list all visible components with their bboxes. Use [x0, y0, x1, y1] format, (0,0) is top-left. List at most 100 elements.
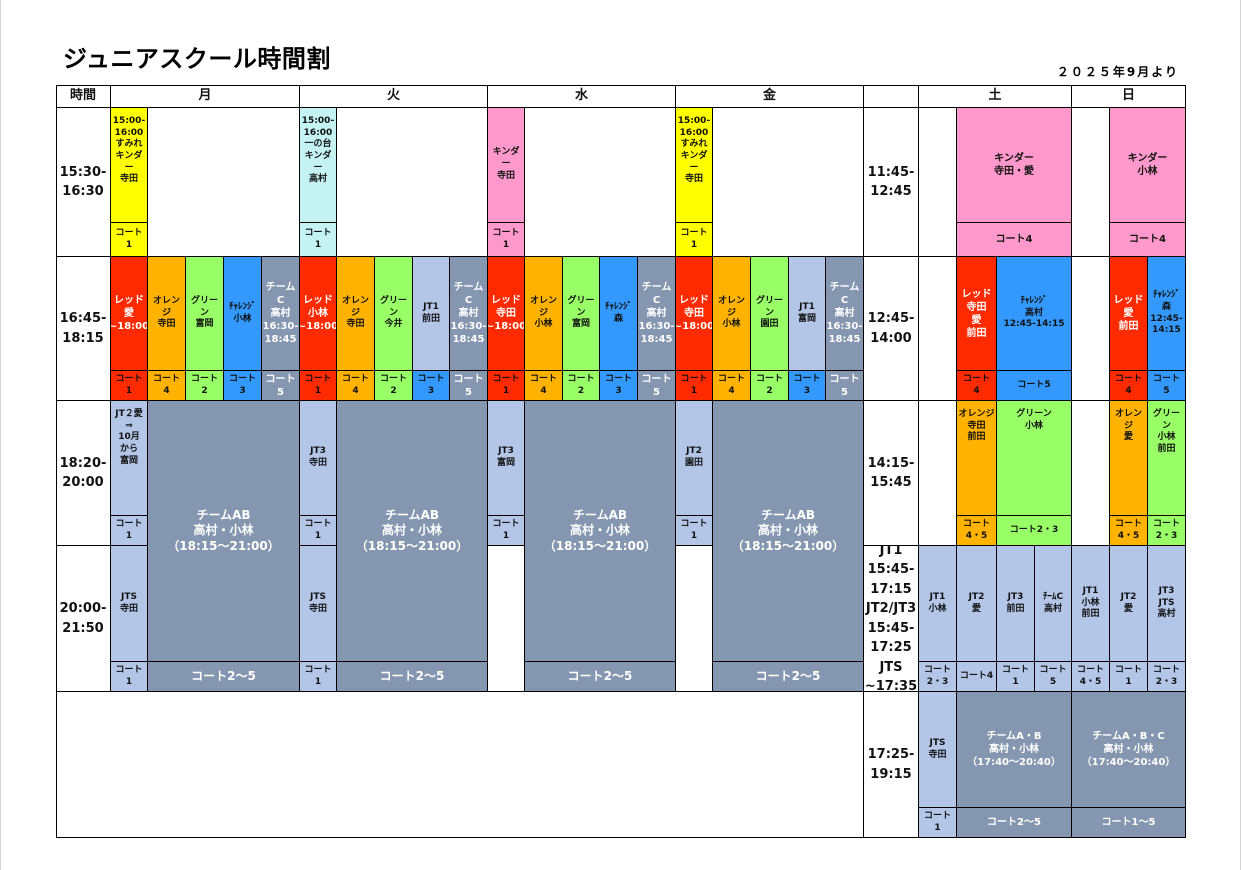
cell-c39: ﾁｬﾚﾝｼﾞ森: [600, 257, 638, 371]
cell-c17: グリーン富岡: [186, 257, 224, 371]
page-title: ジュニアスクール時間割: [63, 45, 331, 73]
time-s2: 12:45-14:00: [864, 257, 919, 401]
header-wed: 水: [488, 85, 676, 108]
time-r2: 16:45-18:15: [56, 257, 111, 401]
header-time: 時間: [56, 85, 111, 108]
cell-c61: JT２愛⇒10月から富岡: [111, 401, 148, 516]
cell-c53: レッド寺田愛前田: [957, 257, 997, 371]
cell-c15: オレンジ寺田: [148, 257, 186, 371]
cell-c37: グリーン富岡: [563, 257, 600, 371]
cell-c25: オレンジ寺田: [337, 257, 375, 371]
cell-c74: コート2～5: [525, 662, 676, 692]
cell-c80: コート2・3: [997, 516, 1072, 546]
cell-c43: レッド寺田~18:00: [676, 257, 713, 371]
cell-blank-sun-r3: [1072, 401, 1110, 546]
cell-c13: レッド愛~18:00: [111, 257, 148, 371]
header-blank: [864, 85, 919, 108]
cell-blank-sun-r2: [1072, 257, 1110, 401]
cell-c106: コート2～5: [957, 808, 1072, 838]
effective-date: ２０２５年9月より: [1056, 65, 1179, 79]
cell-blank-sat-r3: [919, 401, 957, 546]
cell-c9: キンダー寺田・愛: [957, 108, 1072, 223]
cell-c92: コート4: [957, 662, 997, 692]
header-sun: 日: [1072, 85, 1186, 108]
cell-blank-tue-r1: [337, 108, 488, 257]
time-r1: 15:30-16:30: [56, 108, 111, 257]
header-fri: 金: [676, 85, 864, 108]
cell-c72: コート2～5: [337, 662, 488, 692]
cell-c11: キンダー小林: [1110, 108, 1186, 223]
table-left-border: [56, 85, 57, 838]
time-s1: 11:45-12:45: [864, 108, 919, 257]
cell-c70: コート2～5: [148, 662, 300, 692]
cell-c108: コート1～5: [1072, 808, 1186, 838]
cell-c33: レッド寺田~18:00: [488, 257, 525, 371]
cell-c56: コート5: [997, 371, 1072, 401]
header-sat: 土: [919, 85, 1072, 108]
cell-blank-sun-r1: [1072, 108, 1110, 257]
cell-c76: コート2～5: [713, 662, 864, 692]
cell-c5: キンダー寺田: [488, 108, 525, 223]
cell-c23: レッド小林~18:00: [300, 257, 337, 371]
cell-c77: オレンジ寺田前田: [957, 401, 997, 516]
cell-blank-fri-r4: [676, 546, 713, 692]
time-s3: 14:15-15:45: [864, 401, 919, 546]
cell-c83: グリーン小林前田: [1148, 401, 1186, 516]
cell-blank-wed-r4: [488, 546, 525, 692]
time-s5: 17:25-19:15: [864, 692, 919, 838]
cell-c12: コート4: [1110, 223, 1186, 257]
